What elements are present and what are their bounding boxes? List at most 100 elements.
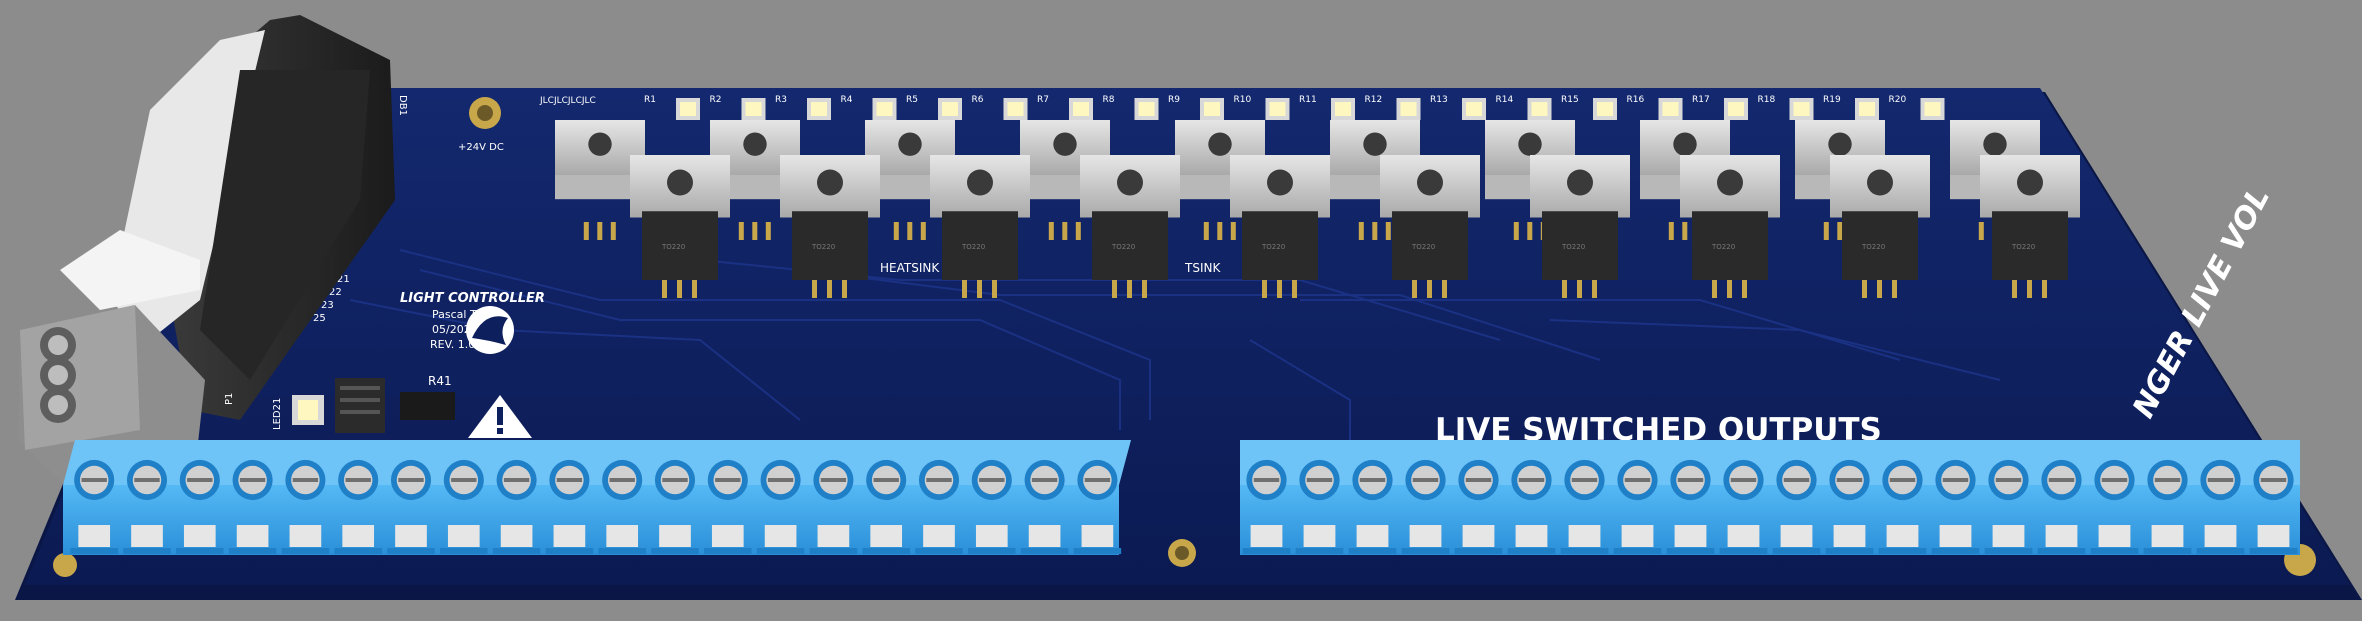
terminal-position[interactable] [598,459,646,554]
mosfet-leg [907,222,913,240]
mosfet-leg [812,280,817,298]
terminal-position[interactable] [915,459,963,554]
led-lens [1662,102,1679,116]
mosfet-leg [1742,280,1747,298]
wire-entry [342,525,375,547]
screw-slot [556,478,583,482]
screw-slot [451,478,477,482]
terminal-position[interactable] [1931,459,1980,554]
mosfet-body [1842,211,1918,280]
wire-entry [236,525,269,547]
screw-slot [2260,478,2287,482]
heatsink-hole [1567,169,1593,196]
terminal-position[interactable] [2196,459,2245,554]
terminal-divider [1666,548,1715,554]
terminal-position[interactable] [2143,459,2192,554]
warning-icon [468,395,532,438]
screw-slot [1783,478,1810,482]
mosfet-label: TO220 [1261,243,1285,251]
terminal-position[interactable] [387,459,435,554]
terminal-position[interactable] [176,459,224,554]
terminal-position[interactable] [651,459,699,554]
terminal-position[interactable] [123,459,171,554]
mosfet-leg [962,280,967,298]
terminal-position[interactable] [492,459,541,554]
terminal-position[interactable] [1878,459,1927,554]
led-lens [1924,102,1941,116]
terminal-divider [756,548,805,554]
terminal-position[interactable] [1507,459,1556,554]
terminal-position[interactable] [809,459,858,554]
led-lens [1138,102,1155,116]
resistor-ref: R20 [1889,95,1907,105]
pin-label: 22 [329,287,342,298]
screw-slot [662,478,688,482]
resistor-ref: R13 [1430,95,1448,105]
resistor-ref: R10 [1234,95,1252,105]
terminal-divider [1242,548,1291,554]
mosfet-leg [1048,222,1054,240]
screw-slot [820,478,847,482]
led-lens [1466,102,1482,116]
resistor-ref: R9 [1168,95,1180,105]
terminal-position[interactable] [1825,459,1874,554]
mosfet-label: TO220 [1111,243,1135,251]
terminal-position[interactable] [545,459,594,554]
terminal-position[interactable] [968,459,1016,554]
terminal-position[interactable] [1719,459,1768,554]
heatsink-hole [1983,132,2007,156]
terminal-position[interactable] [756,459,805,554]
terminal-position[interactable] [862,459,910,554]
connector-ref: P1 [224,393,235,405]
mosfet-body [1092,211,1168,280]
terminal-divider [1073,548,1122,554]
led-lens [1204,102,1220,116]
mosfet-leg [977,280,982,298]
terminal-position[interactable] [1242,459,1291,554]
terminal-position[interactable] [1348,459,1397,554]
mosfet-leg [738,222,744,240]
mosfet-leg [1203,222,1209,240]
terminal-position[interactable] [2090,459,2139,554]
terminal-position[interactable] [228,459,277,554]
terminal-position[interactable] [1772,459,1821,554]
terminal-position[interactable] [1984,459,2033,554]
terminal-position[interactable] [1666,459,1715,554]
heatsink-label-left: HEATSINK [880,261,940,275]
terminal-position[interactable] [1020,459,1069,554]
terminal-position[interactable] [2249,459,2298,554]
mosfet-leg [1217,222,1223,240]
mosfet-leg [1877,280,1882,298]
terminal-position[interactable] [2037,459,2086,554]
terminal-position[interactable] [1560,459,1609,554]
terminal-position[interactable] [281,459,330,554]
terminal-face [1240,485,2300,555]
heatsink-mosfet: TO220 [1530,155,1630,298]
resistor-r41 [400,392,455,420]
terminal-position[interactable] [334,459,382,554]
terminal-position[interactable] [1073,459,1122,554]
terminal-position[interactable] [440,459,488,554]
terminal-divider [1719,548,1768,554]
mosfet-leg [827,280,832,298]
terminal-position[interactable] [70,459,118,554]
screw-slot [1306,478,1333,482]
terminal-position[interactable] [704,459,752,554]
mosfet-leg [1075,222,1081,240]
terminal-position[interactable] [1613,459,1662,554]
terminal-position[interactable] [1454,459,1503,554]
terminal-position[interactable] [1401,459,1450,554]
mosfet-body [1992,211,2068,280]
wire-entry [500,525,533,547]
board-title-block: LIGHT CONTROLLER Pascal T 05/2022 REV. 1… [400,291,545,354]
mosfet-leg [1562,280,1567,298]
led-lens [680,102,696,116]
heatsink-hole [1867,169,1893,196]
screw-slot [134,478,160,482]
mosfet-label: TO220 [961,243,985,251]
terminal-strip-left [63,440,1131,555]
terminal-position[interactable] [1295,459,1344,554]
screw-slot [1942,478,1969,482]
terminal-divider [334,548,382,554]
